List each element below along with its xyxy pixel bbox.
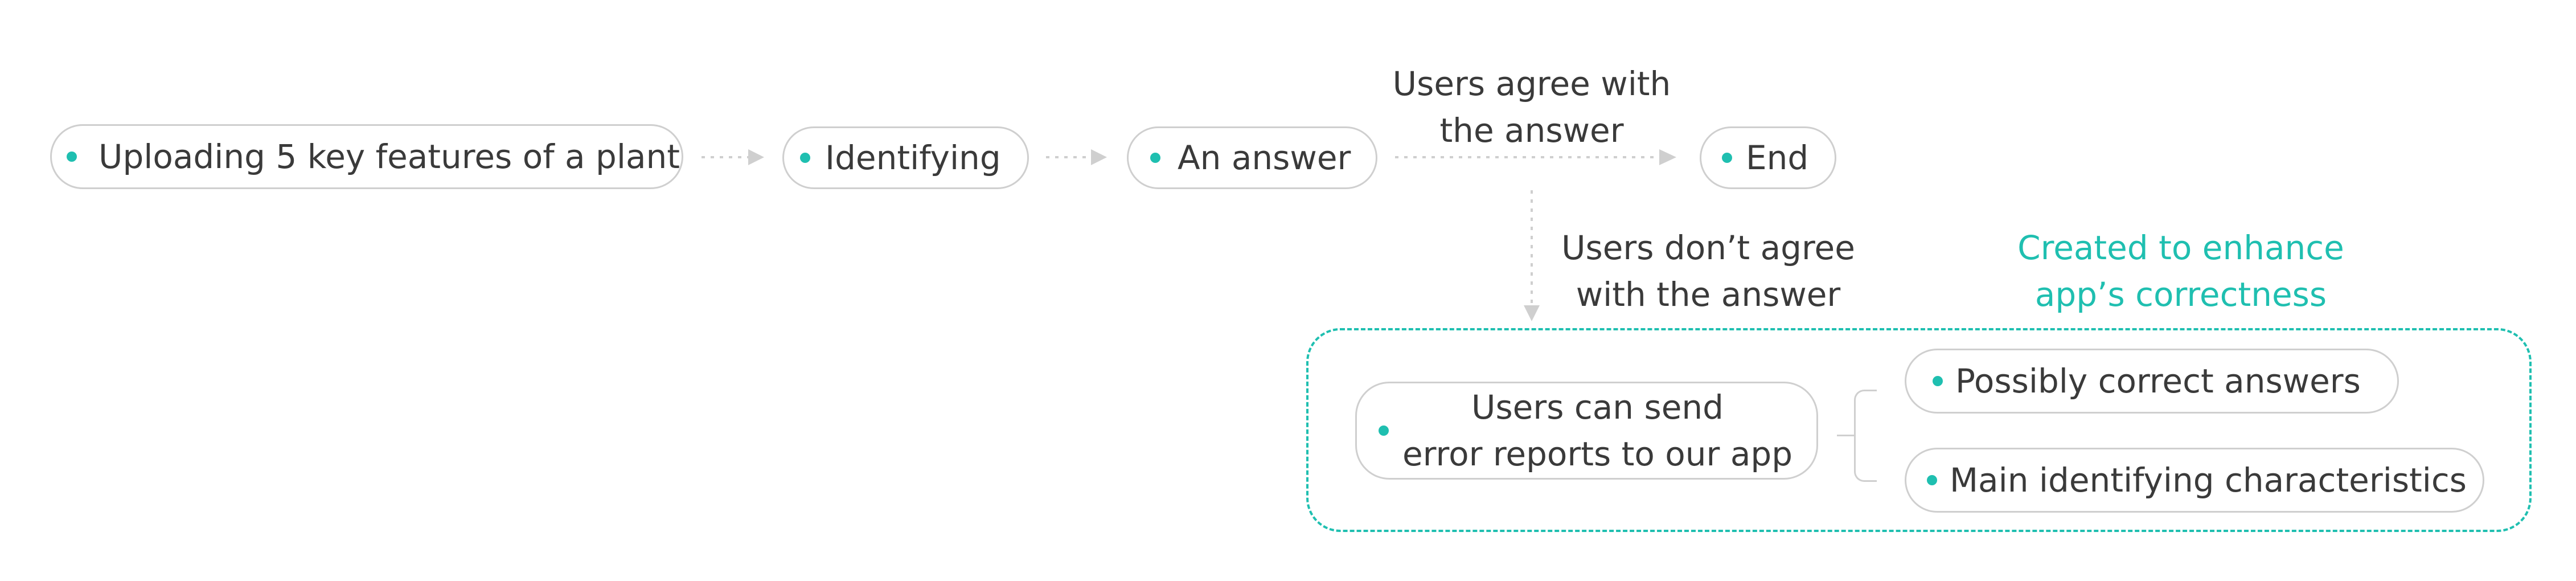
bullet-dot [1933,376,1943,386]
node-label: Uploading 5 key features of a plant [99,137,680,176]
node-upload: Uploading 5 key features of a plant [50,124,683,189]
node-main-characteristics: Main identifying characteristics [1905,448,2484,513]
node-label: End [1746,138,1809,177]
bullet-dot [800,153,810,163]
edge-label-agree: Users agree with the answer [1392,64,1671,150]
branch-bracket [1854,390,1877,482]
node-end: End [1700,126,1836,189]
arrowhead-answer [1091,149,1107,165]
arrowhead-end [1659,149,1676,165]
node-label: Users can send error reports to our app [1402,388,1793,473]
node-answer: An answer [1127,126,1377,189]
node-error-report: Users can send error reports to our app [1355,382,1818,480]
arrowhead-identifying [748,149,764,165]
group-annotation: Created to enhance app’s correctness [2017,228,2344,314]
branch-bracket-stem [1837,435,1855,436]
error-report-group [1306,328,2532,532]
node-label: Identifying [825,138,1001,177]
arrowhead-error [1524,305,1540,321]
bullet-dot [1722,153,1732,163]
node-label: An answer [1178,138,1351,177]
node-label: Main identifying characteristics [1950,461,2467,500]
bullet-dot [1150,153,1160,163]
node-label: Possibly correct answers [1955,362,2361,400]
bullet-dot [1379,425,1389,436]
node-possibly-correct: Possibly correct answers [1905,349,2399,414]
bullet-dot [67,152,77,162]
node-identifying: Identifying [782,126,1029,189]
edge-label-disagree: Users don’t agree with the answer [1561,228,1855,314]
bullet-dot [1927,475,1937,485]
